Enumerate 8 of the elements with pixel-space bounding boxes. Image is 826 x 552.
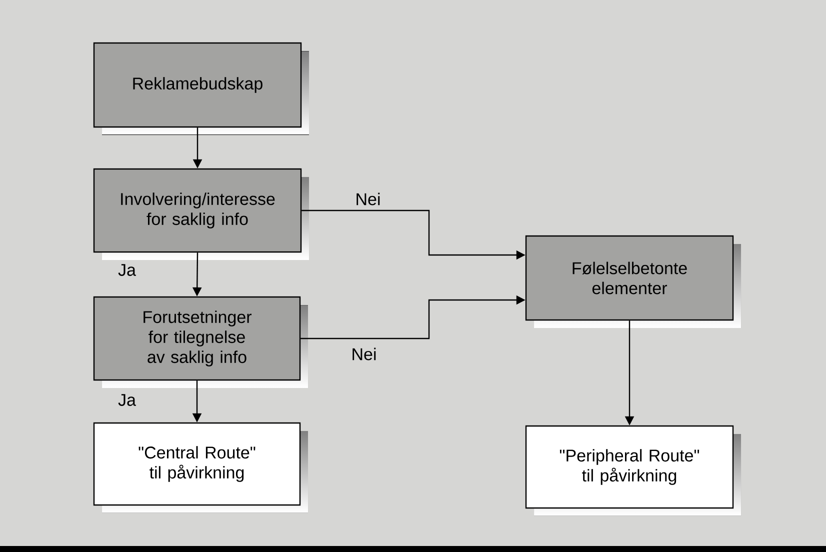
process-box: Forutsetninger for tilegnelse av saklig info [93, 296, 308, 388]
process-box: Reklamebudskap [93, 42, 309, 135]
outcome-box: "Central Route" til påvirkning [93, 422, 308, 513]
edge-label: Ja [117, 263, 137, 277]
edge-label: Ja [117, 393, 137, 407]
outcome-box: "Peripheral Route" til påvirkning [525, 425, 741, 516]
process-box: Følelselbetonte elementer [525, 235, 741, 328]
process-box: Involvering/interesse for saklig info [93, 168, 309, 260]
